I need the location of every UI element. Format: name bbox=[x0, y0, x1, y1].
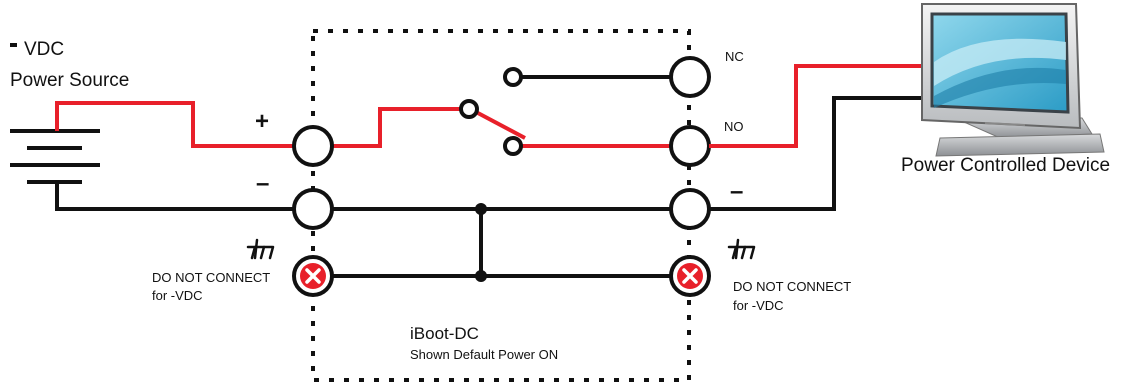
monitor-icon bbox=[921, 3, 1105, 157]
positive-wire-source bbox=[55, 101, 294, 148]
do-not-connect-left-line1: DO NOT CONNECT bbox=[152, 270, 271, 285]
terminal-left-minus bbox=[292, 188, 334, 230]
ground-icon bbox=[727, 238, 756, 260]
source-label-line2: Power Source bbox=[10, 70, 130, 91]
terminal-right-nc bbox=[669, 56, 711, 98]
nc-label: NC bbox=[725, 49, 744, 64]
terminal-right-minus bbox=[669, 188, 711, 230]
minus-label-left: – bbox=[256, 170, 270, 197]
terminal-right-ground bbox=[669, 255, 711, 297]
junction-dot bbox=[475, 270, 487, 282]
negative-wire-source bbox=[55, 182, 294, 211]
vdc-minus-mark bbox=[10, 43, 17, 47]
no-label: NO bbox=[724, 119, 744, 134]
terminal-left-plus bbox=[292, 125, 334, 167]
x-mark-icon bbox=[305, 268, 321, 284]
minus-label-right: – bbox=[730, 178, 744, 205]
positive-wire-device bbox=[709, 64, 928, 148]
terminal-left-ground bbox=[292, 255, 334, 297]
relay-switch-icon bbox=[459, 67, 523, 156]
device-label: Power Controlled Device bbox=[901, 155, 1111, 176]
source-label-line1-text: VDC bbox=[24, 39, 65, 60]
module-subtitle: Shown Default Power ON bbox=[410, 347, 559, 362]
junction-dot bbox=[475, 203, 487, 215]
module-name: iBoot-DC bbox=[410, 324, 479, 343]
iboot-module-boundary bbox=[311, 29, 691, 382]
do-not-connect-right-line1: DO NOT CONNECT bbox=[733, 279, 852, 294]
relay-input-wire bbox=[332, 107, 462, 148]
battery-icon bbox=[10, 129, 100, 184]
x-mark-icon bbox=[682, 268, 698, 284]
do-not-connect-right-line2: for -VDC bbox=[733, 298, 784, 313]
terminal-right-no bbox=[669, 125, 711, 167]
negative-wire-device bbox=[709, 96, 928, 211]
ground-icon bbox=[246, 238, 275, 260]
relay-switch-arm bbox=[475, 110, 526, 140]
plus-label-left: + bbox=[255, 108, 270, 135]
do-not-connect-left-line2: for -VDC bbox=[152, 288, 203, 303]
